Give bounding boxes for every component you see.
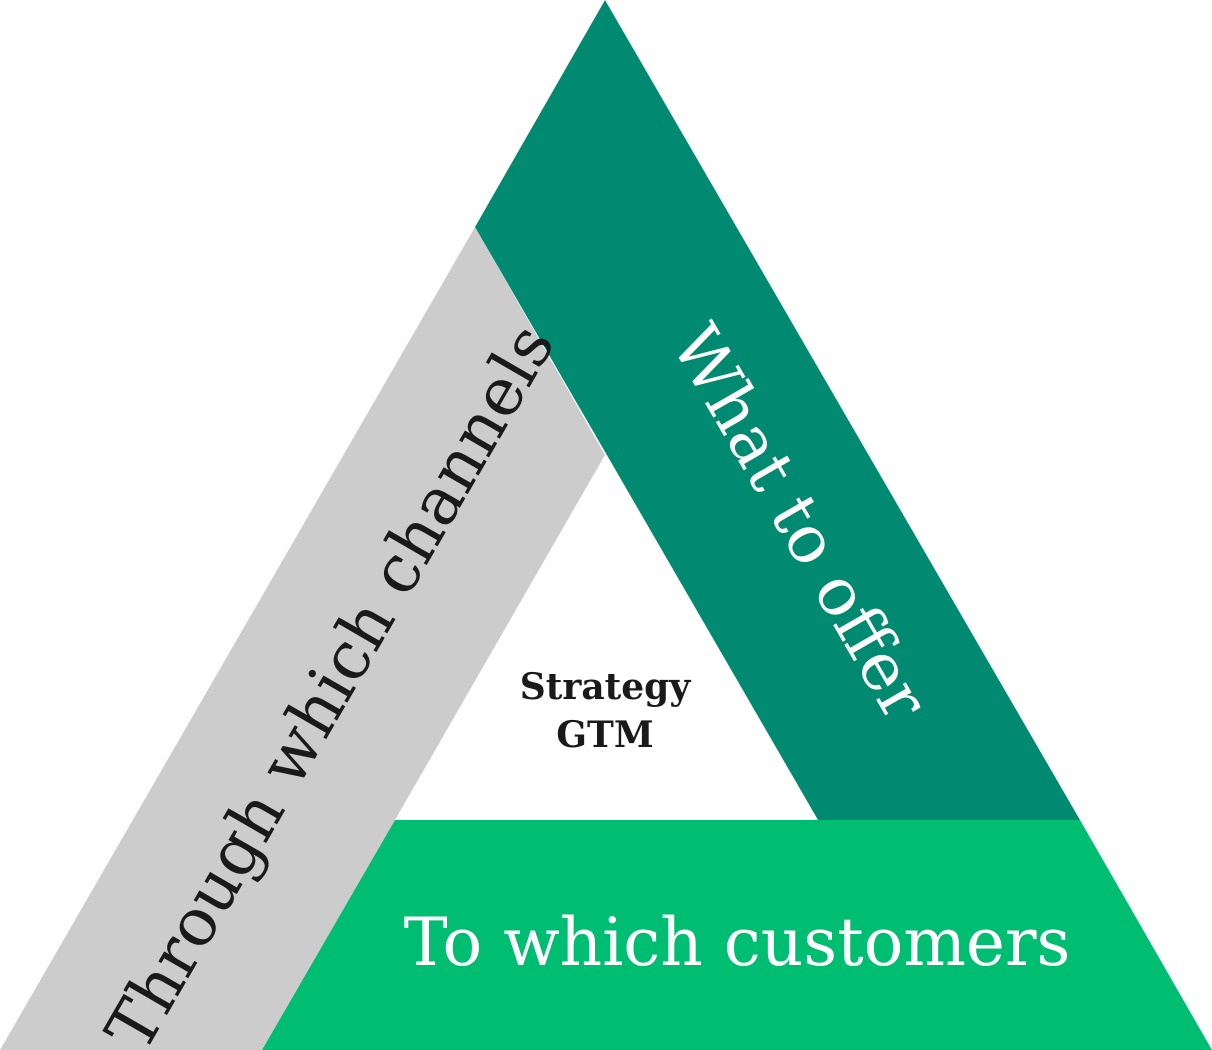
bottom-band-label: To which customers (404, 904, 1071, 981)
center-label-gtm: GTM (556, 714, 653, 756)
right-band (475, 0, 1080, 820)
center-label-strategy: Strategy (520, 666, 692, 708)
bottom-band (262, 820, 1212, 1050)
left-band (0, 227, 605, 1050)
